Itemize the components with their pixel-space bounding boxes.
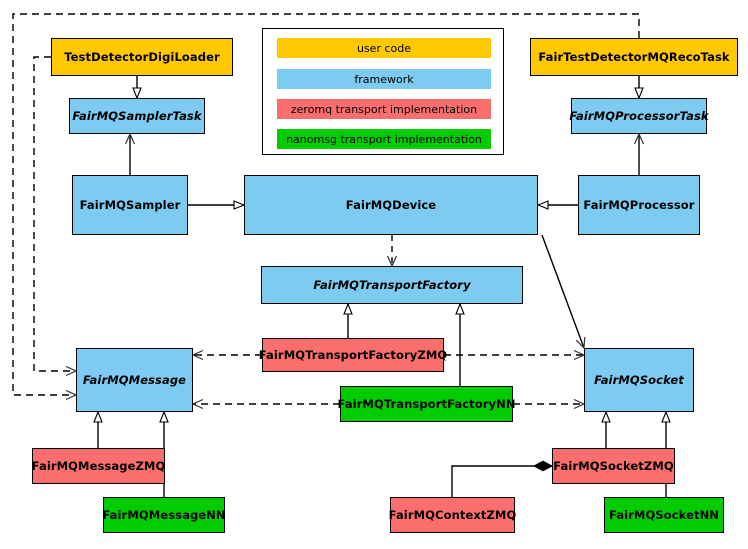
class-node-label: TestDetectorDigiLoader [64, 49, 220, 64]
class-node-label: FairMQTransportFactory [313, 277, 471, 292]
legend-swatch-framework [277, 69, 491, 89]
class-node-TestDetectorDigiLoader[interactable]: TestDetectorDigiLoader [51, 38, 233, 76]
class-node-label: FairMQMessageNN [102, 507, 226, 522]
class-node-FairMQTransportFactoryNN[interactable]: FairMQTransportFactoryNN [337, 386, 516, 422]
legend-label-user-code: user code [356, 41, 412, 55]
class-node-FairMQSampler[interactable]: FairMQSampler [72, 175, 188, 235]
legend-label-nanomsg: nanomsg transport implementation [286, 132, 482, 146]
class-node-label: FairMQTransportFactoryZMQ [258, 347, 448, 362]
class-node-label: FairMQSocketNN [608, 507, 720, 522]
class-node-FairMQProcessor[interactable]: FairMQProcessor [578, 175, 700, 235]
class-node-FairMQDevice[interactable]: FairMQDevice [244, 175, 538, 235]
class-node-FairMQSocketNN[interactable]: FairMQSocketNN [604, 497, 724, 533]
class-node-FairMQSocket[interactable]: FairMQSocket [584, 348, 694, 412]
legend-swatch-nanomsg [277, 129, 491, 149]
legend-row-user-code: user code [277, 38, 491, 58]
class-node-FairMQProcessorTask[interactable]: FairMQProcessorTask [569, 98, 709, 134]
class-node-label: FairMQMessage [82, 372, 187, 387]
class-node-FairMQMessage[interactable]: FairMQMessage [76, 348, 193, 412]
class-node-FairMQMessageNN[interactable]: FairMQMessageNN [102, 497, 226, 533]
legend-row-framework: framework [277, 69, 491, 89]
legend: user code framework zeromq transport imp… [262, 28, 504, 155]
legend-label-zeromq: zeromq transport implementation [290, 102, 478, 116]
class-node-FairMQTransportFactoryZMQ[interactable]: FairMQTransportFactoryZMQ [259, 338, 447, 372]
legend-swatch-zeromq [277, 99, 491, 119]
class-node-label: FairMQSocket [594, 372, 684, 387]
class-node-FairMQSocketZMQ[interactable]: FairMQSocketZMQ [552, 448, 675, 484]
class-node-label: FairMQSampler [79, 197, 181, 212]
legend-row-zeromq: zeromq transport implementation [277, 99, 491, 119]
class-node-FairMQContextZMQ[interactable]: FairMQContextZMQ [388, 497, 517, 533]
edge-device-socket [541, 234, 584, 348]
class-node-FairMQTransportFactory[interactable]: FairMQTransportFactory [261, 266, 523, 304]
class-node-label: FairMQDevice [345, 197, 437, 212]
class-node-label: FairMQSocketZMQ [553, 458, 674, 473]
edge-contextzmq-socketzmq [451, 466, 552, 497]
legend-label-framework: framework [354, 72, 414, 86]
legend-swatch-user-code [277, 38, 491, 58]
class-node-FairMQSamplerTask[interactable]: FairMQSamplerTask [69, 98, 205, 134]
class-node-label: FairMQSamplerTask [72, 108, 202, 123]
legend-row-nanomsg: nanomsg transport implementation [277, 129, 491, 149]
class-node-label: FairMQProcessorTask [569, 108, 709, 123]
class-node-label: FairMQContextZMQ [388, 507, 517, 522]
class-node-label: FairMQMessageZMQ [31, 458, 166, 473]
class-node-label: FairMQTransportFactoryNN [337, 396, 516, 411]
class-node-label: FairMQProcessor [583, 197, 695, 212]
class-node-label: FairTestDetectorMQRecoTask [538, 49, 730, 64]
class-node-FairTestDetectorMQRecoTask[interactable]: FairTestDetectorMQRecoTask [530, 38, 738, 76]
class-node-FairMQMessageZMQ[interactable]: FairMQMessageZMQ [32, 448, 165, 484]
